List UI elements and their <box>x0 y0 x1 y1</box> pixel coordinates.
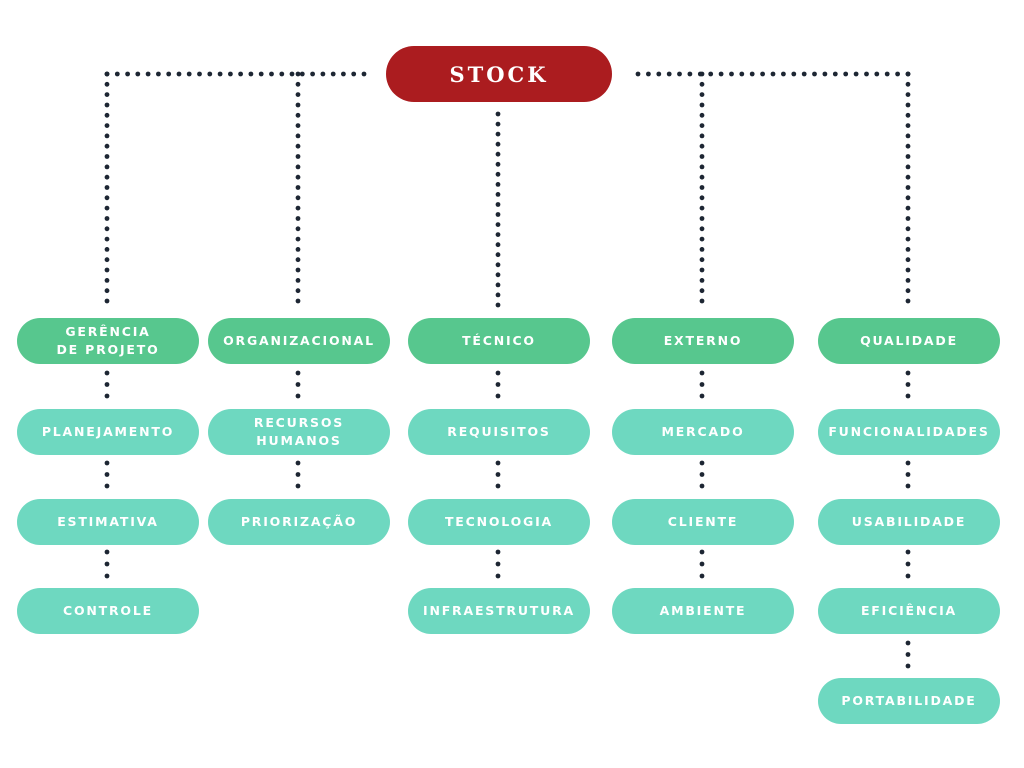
category-gerencia-de-projeto[interactable]: GERÊNCIA DE PROJETO <box>17 318 199 364</box>
connector-col-3-link-1 <box>495 370 501 399</box>
node-requisitos[interactable]: REQUISITOS <box>408 409 590 455</box>
node-estimativa[interactable]: ESTIMATIVA <box>17 499 199 545</box>
connector-top-left <box>104 71 367 77</box>
connector-col-5-link-3 <box>905 549 911 579</box>
connector-col-1 <box>104 71 110 304</box>
node-tecnologia[interactable]: TECNOLOGIA <box>408 499 590 545</box>
root-node-stock[interactable]: STOCK <box>386 46 612 102</box>
category-externo[interactable]: EXTERNO <box>612 318 794 364</box>
connector-col-4 <box>699 71 705 304</box>
node-eficiencia[interactable]: EFICIÊNCIA <box>818 588 1000 634</box>
connector-col-2-link-1 <box>295 370 301 399</box>
connector-col-2-link-2 <box>295 460 301 489</box>
connector-col-4-link-1 <box>699 370 705 399</box>
node-controle[interactable]: CONTROLE <box>17 588 199 634</box>
node-ambiente[interactable]: AMBIENTE <box>612 588 794 634</box>
category-tecnico[interactable]: TÉCNICO <box>408 318 590 364</box>
node-planejamento[interactable]: PLANEJAMENTO <box>17 409 199 455</box>
connector-col-5-link-4 <box>905 640 911 669</box>
node-recursos-humanos[interactable]: RECURSOS HUMANOS <box>208 409 390 455</box>
node-priorizacao[interactable]: PRIORIZAÇÃO <box>208 499 390 545</box>
connector-col-3-link-2 <box>495 460 501 489</box>
connector-col-5 <box>905 71 911 304</box>
connector-col-1-link-1 <box>104 370 110 399</box>
node-portabilidade[interactable]: PORTABILIDADE <box>818 678 1000 724</box>
connector-top-right <box>635 71 911 77</box>
node-usabilidade[interactable]: USABILIDADE <box>818 499 1000 545</box>
connector-col-3-link-3 <box>495 549 501 579</box>
connector-col-4-link-2 <box>699 460 705 489</box>
connector-col-1-link-3 <box>104 549 110 579</box>
node-funcionalidades[interactable]: FUNCIONALIDADES <box>818 409 1000 455</box>
node-cliente[interactable]: CLIENTE <box>612 499 794 545</box>
connector-col-1-link-2 <box>104 460 110 489</box>
connector-col-2 <box>295 71 301 304</box>
category-organizacional[interactable]: ORGANIZACIONAL <box>208 318 390 364</box>
category-qualidade[interactable]: QUALIDADE <box>818 318 1000 364</box>
connector-col-5-link-1 <box>905 370 911 399</box>
connector-col-3 <box>495 111 501 308</box>
connector-col-5-link-2 <box>905 460 911 489</box>
node-mercado[interactable]: MERCADO <box>612 409 794 455</box>
connector-col-4-link-3 <box>699 549 705 579</box>
node-infraestrutura[interactable]: INFRAESTRUTURA <box>408 588 590 634</box>
